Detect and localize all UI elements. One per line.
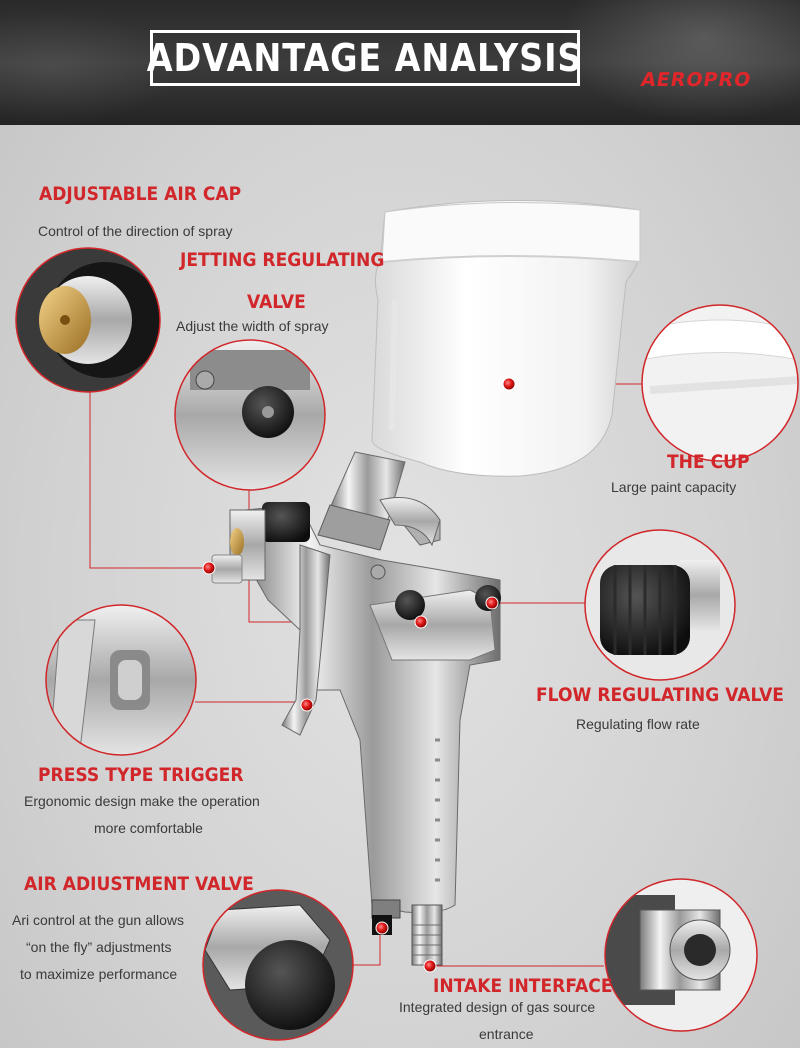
air-adjust-desc-2: “on the fly” adjustments	[26, 939, 172, 955]
intake-desc-1: Integrated design of gas source	[399, 999, 596, 1015]
air-adjust-desc-3: to maximize performance	[20, 966, 178, 982]
header-banner: ADVANTAGE ANALYSIS AEROPRO	[0, 0, 800, 125]
gun-body	[211, 451, 501, 966]
page-title: ADVANTAGE ANALYSIS	[147, 36, 583, 80]
title-frame: ADVANTAGE ANALYSIS	[147, 30, 583, 86]
flow-valve-title: FLOW REGULATING VALVE	[536, 684, 784, 706]
flow-valve-desc: Regulating flow rate	[576, 716, 700, 732]
callout-flow-valve	[584, 529, 736, 681]
jetting-valve-title-2: VALVE	[247, 291, 306, 313]
callout-jetting-valve	[174, 339, 326, 491]
callout-air-cap	[15, 247, 161, 393]
air-adjust-desc-1: Ari control at the gun allows	[12, 912, 184, 928]
callout-intake	[604, 878, 758, 1032]
air-cap-title: ADJUSTABLE AIR CAP	[39, 183, 242, 205]
marker-dots	[202, 377, 516, 973]
callout-trigger	[45, 604, 197, 756]
leader-air-cap	[89, 392, 209, 569]
intake-desc-2: entrance	[479, 1026, 534, 1042]
callout-cup	[641, 304, 799, 462]
paint-cup	[371, 199, 641, 477]
intake-title: INTAKE INTERFACE	[433, 975, 613, 997]
trigger-title: PRESS TYPE TRIGGER	[38, 764, 244, 786]
jetting-valve-title-1: JETTING REGULATING	[180, 249, 385, 271]
trigger-desc-2: more comfortable	[94, 820, 203, 836]
cup-title: THE CUP	[667, 451, 750, 473]
leader-trigger	[195, 701, 308, 704]
trigger-desc-1: Ergonomic design make the operation	[24, 793, 260, 809]
jetting-valve-desc: Adjust the width of spray	[176, 318, 329, 334]
callout-air-adjust-valve	[202, 889, 354, 1041]
header-photo-haze	[560, 0, 800, 125]
cup-desc: Large paint capacity	[611, 479, 737, 495]
air-adjust-title: AIR ADIUSTMENT VALVE	[24, 873, 254, 895]
leader-air-adjust	[353, 928, 381, 966]
air-cap-desc: Control of the direction of spray	[38, 223, 233, 239]
